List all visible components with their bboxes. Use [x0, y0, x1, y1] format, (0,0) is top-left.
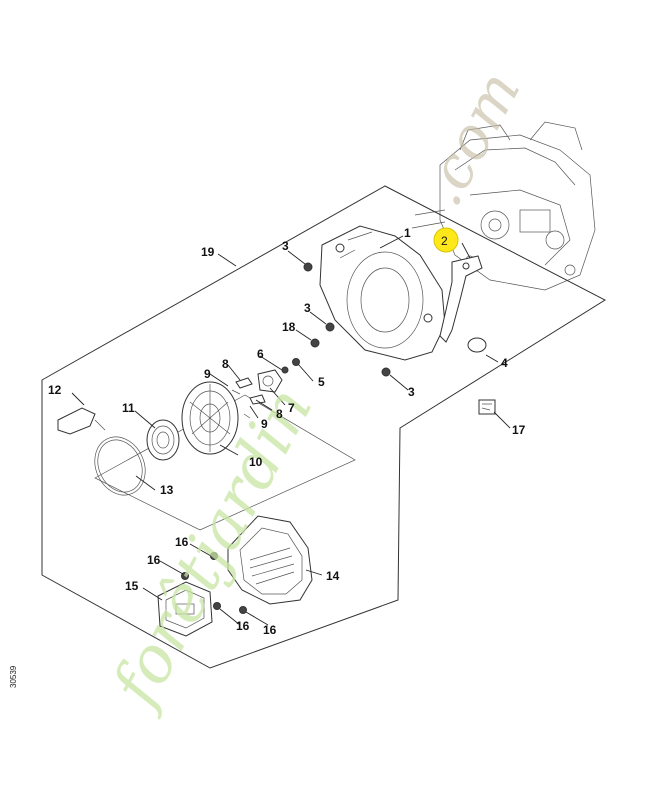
- callout-7: 7: [288, 401, 295, 415]
- callout-9: 9: [204, 367, 211, 381]
- callout-16: 16: [147, 553, 161, 567]
- rope-rotor: [181, 381, 239, 455]
- assembly-frame: [41, 185, 607, 669]
- callout-9: 9: [261, 417, 268, 431]
- callout-18: 18: [282, 320, 296, 334]
- callout-10: 10: [249, 455, 263, 469]
- callout-16: 16: [263, 623, 277, 637]
- callout-5: 5: [318, 375, 325, 389]
- callout-13: 13: [160, 483, 174, 497]
- callout-3: 3: [282, 239, 289, 253]
- leader-lines: [71, 235, 511, 626]
- screws: [281, 262, 391, 377]
- callout-14: 14: [326, 569, 340, 583]
- fan-housing: [319, 225, 446, 361]
- callout-11: 11: [122, 401, 135, 415]
- callout-3: 3: [408, 385, 415, 399]
- callout-1: 1: [404, 226, 411, 240]
- document-number: 30539: [9, 665, 18, 688]
- callout-8: 8: [222, 357, 229, 371]
- rewind-spring: [146, 419, 180, 461]
- starter-rope: [94, 436, 146, 496]
- callout-labels: 1 3 3 3 4 5 6 7 8 8 9 9 10 11 12 13 14 1…: [48, 226, 526, 637]
- highlight-marker: 2: [433, 227, 459, 253]
- site-watermark: forêtjardin .com: [97, 60, 534, 721]
- callout-19: 19: [201, 245, 215, 259]
- callout-16: 16: [175, 535, 189, 549]
- warning-label: [478, 399, 496, 415]
- starter-grip: [57, 407, 106, 435]
- callout-16: 16: [236, 619, 250, 633]
- bracket-part: [439, 255, 483, 343]
- callout-17: 17: [512, 423, 526, 437]
- callout-8: 8: [276, 407, 283, 421]
- callout-4: 4: [501, 356, 508, 370]
- cover-plate: [157, 581, 213, 637]
- starter-cover: [227, 515, 313, 605]
- highlight-circle: [433, 227, 459, 253]
- plug-part: [467, 337, 487, 353]
- callout-15: 15: [125, 579, 139, 593]
- callout-12: 12: [48, 383, 62, 397]
- callout-2: 2: [441, 234, 448, 248]
- pawl-parts: [231, 369, 283, 419]
- watermark-tan: .com: [407, 60, 533, 216]
- callout-3: 3: [304, 301, 311, 315]
- callout-6: 6: [257, 347, 264, 361]
